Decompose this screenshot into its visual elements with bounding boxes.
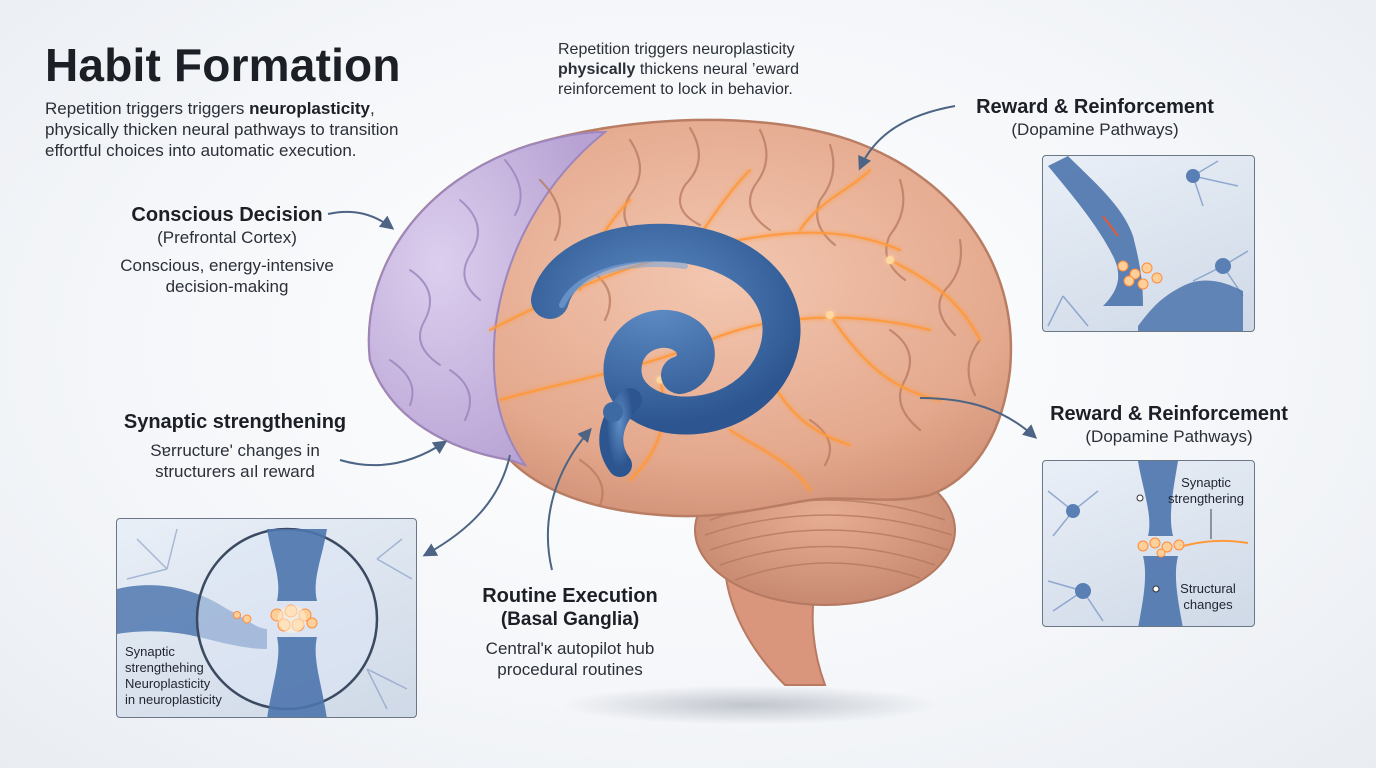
basal-ganglia (531, 223, 801, 477)
label-conscious-decision: Conscious Decision (Prefrontal Cortex) C… (112, 203, 342, 298)
right-panel-structural-1: Structural (1180, 581, 1236, 596)
right-panel-synaptic-1: Synaptic (1181, 475, 1231, 490)
intro-text: Repetition triggers triggers neuroplasti… (45, 98, 425, 161)
bottom-left-panel-labels: Synaptic strengthehing Neuroplasticity i… (125, 644, 255, 708)
neuron-body (1186, 169, 1200, 183)
reward-mid-heading: Reward & Reinforcement (1050, 403, 1288, 425)
intro-highlight: neuroplasticity (249, 99, 371, 118)
panel-synaptic-structural: Synaptic strengthering Structural change… (1042, 460, 1255, 627)
top-note-line2: physically thickens neural ’eward (558, 60, 858, 80)
bl-panel-line1: Synaptic (125, 644, 175, 659)
right-panel-synaptic-2: strengthering (1168, 491, 1244, 506)
reward-mid-sub: (Dopamine Pathways) (1085, 427, 1253, 446)
synapse-illustration-top (1047, 156, 1249, 331)
label-synaptic-strengthening: Synaptic strengthening Sɐrructure' chang… (110, 410, 360, 483)
brain-shadow (560, 685, 940, 725)
panel-dopamine-synapse (1042, 155, 1255, 332)
intro-part2: , physically thicken neural pathways to … (45, 99, 399, 160)
reward-top-heading: Reward & Reinforcement (976, 96, 1214, 118)
conscious-heading: Conscious Decision (131, 204, 323, 226)
intro-part1: Repetition triggers triggers (45, 99, 250, 118)
top-note-rest: thickens neural ’eward (635, 61, 800, 78)
right-panel-structural-2: changes (1183, 597, 1233, 612)
top-note-bold: physically (558, 61, 636, 78)
bl-panel-line2: strengthehing (125, 660, 204, 675)
synapse-closeup-illustration (117, 527, 413, 717)
conscious-sub: (Prefrontal Cortex) (157, 228, 297, 247)
bl-panel-line4: in neuroplasticity (125, 692, 222, 707)
synaptic-heading: Synaptic strengthening (123, 411, 347, 433)
right-panel-structural-label: Structural changes (1163, 581, 1253, 613)
synaptic-desc2: structurers aıl reward (155, 462, 315, 481)
routine-heading: Routine Execution (482, 585, 658, 607)
top-note-line1: Repetition triggers neuroplasticity (558, 41, 795, 58)
synaptic-desc1: Sɐrructure' changes in (150, 441, 320, 460)
top-note: Repetition triggers neuroplasticity phys… (558, 40, 858, 100)
bl-panel-line3: Neuroplasticity (125, 676, 211, 691)
top-note-line3: reinforcement to lock in behavior. (558, 81, 793, 98)
synapse-illustration-bottom (1047, 461, 1249, 626)
label-routine-execution: Routine Execution (Basal Ganglia) Centra… (445, 584, 695, 681)
label-reward-top: Reward & Reinforcement (Dopamine Pathway… (960, 95, 1230, 141)
right-panel-synaptic-label: Synaptic strengthering (1161, 475, 1251, 507)
conscious-desc1: Conscious, energy-intensive (120, 256, 334, 275)
reward-top-sub: (Dopamine Pathways) (1011, 120, 1179, 139)
conscious-desc2: decision-making (165, 277, 289, 296)
neuron-body (1215, 258, 1231, 274)
routine-sub: (Basal Ganglia) (500, 609, 640, 630)
routine-desc2: procedural routines (497, 660, 643, 679)
label-reward-mid: Reward & Reinforcement (Dopamine Pathway… (1035, 402, 1303, 448)
page-title: Habit Formation (45, 39, 401, 91)
panel-synapse-closeup: Synaptic strengthehing Neuroplasticity i… (116, 518, 417, 718)
brain-illustration (367, 118, 1013, 686)
routine-desc1: Central'ĸ autopilot hub (485, 639, 655, 658)
